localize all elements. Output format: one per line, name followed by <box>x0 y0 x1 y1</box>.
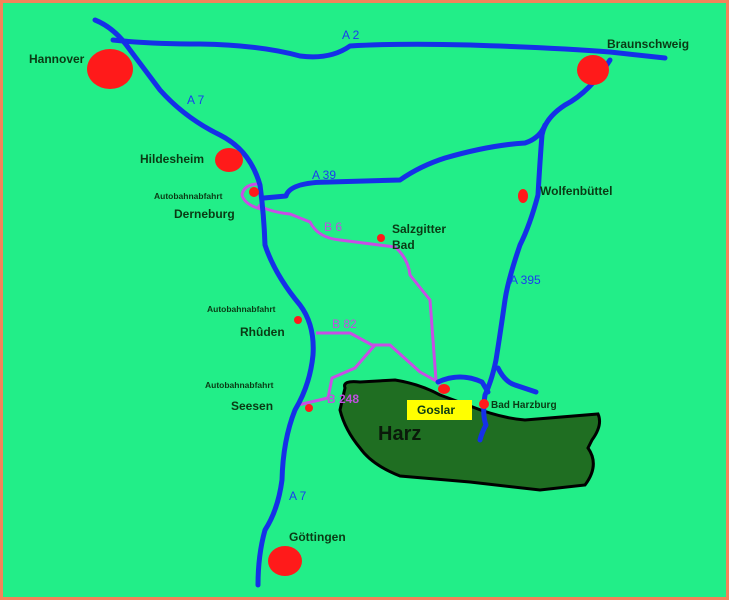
label-rhueden: Rhûden <box>240 325 285 339</box>
road-a39 <box>261 122 548 201</box>
rhueden-marker[interactable] <box>294 316 302 324</box>
label-salzgitter: Salzgitter <box>392 222 446 236</box>
label-exit-derneburg: Autobahnabfahrt <box>154 191 223 201</box>
goslar-marker[interactable] <box>438 384 450 394</box>
label-salzgitter-bad: Bad <box>392 238 415 252</box>
label-a2: A 2 <box>342 28 360 42</box>
road-b248 <box>297 344 377 407</box>
label-a39: A 39 <box>312 168 336 182</box>
label-b248: B 248 <box>327 392 359 406</box>
road-a395-east-branch <box>495 365 539 395</box>
label-a7-south: A 7 <box>289 489 307 503</box>
label-seesen: Seesen <box>231 399 273 413</box>
road-a2 <box>110 37 668 61</box>
label-b82: B 82 <box>332 317 357 331</box>
wolfenbuettel-marker[interactable] <box>518 189 528 203</box>
goslar-label-box <box>407 400 472 420</box>
label-goettingen: Göttingen <box>289 530 346 544</box>
label-wolfenbuettel: Wolfenbüttel <box>540 184 612 198</box>
derneburg-marker[interactable] <box>249 187 259 197</box>
label-braunschweig: Braunschweig <box>607 37 689 51</box>
salzgitter-marker[interactable] <box>377 234 385 242</box>
bad-harzburg-marker[interactable] <box>479 399 489 409</box>
label-hannover: Hannover <box>29 52 85 66</box>
road-a395 <box>477 57 613 443</box>
label-bad-harzburg: Bad Harzburg <box>491 400 557 411</box>
label-exit-seesen: Autobahnabfahrt <box>205 380 274 390</box>
label-a395: A 395 <box>510 273 541 287</box>
braunschweig-marker[interactable] <box>577 55 609 85</box>
label-hildesheim: Hildesheim <box>140 152 204 166</box>
seesen-marker[interactable] <box>305 404 313 412</box>
hannover-marker[interactable] <box>87 49 133 89</box>
label-b6: B 6 <box>324 220 342 234</box>
road-b82 <box>316 331 439 384</box>
label-exit-rhueden: Autobahnabfahrt <box>207 304 276 314</box>
harz-region <box>338 378 601 492</box>
hildesheim-marker[interactable] <box>215 148 243 172</box>
road-a7 <box>92 17 316 588</box>
road-b6 <box>240 182 442 386</box>
label-goslar: Goslar <box>417 403 455 417</box>
goettingen-marker[interactable] <box>268 546 302 576</box>
label-derneburg: Derneburg <box>174 207 235 221</box>
label-a7-north: A 7 <box>187 93 205 107</box>
map-background <box>3 3 726 597</box>
label-harz: Harz <box>378 423 421 445</box>
road-a395-goslar-branch <box>435 374 491 395</box>
